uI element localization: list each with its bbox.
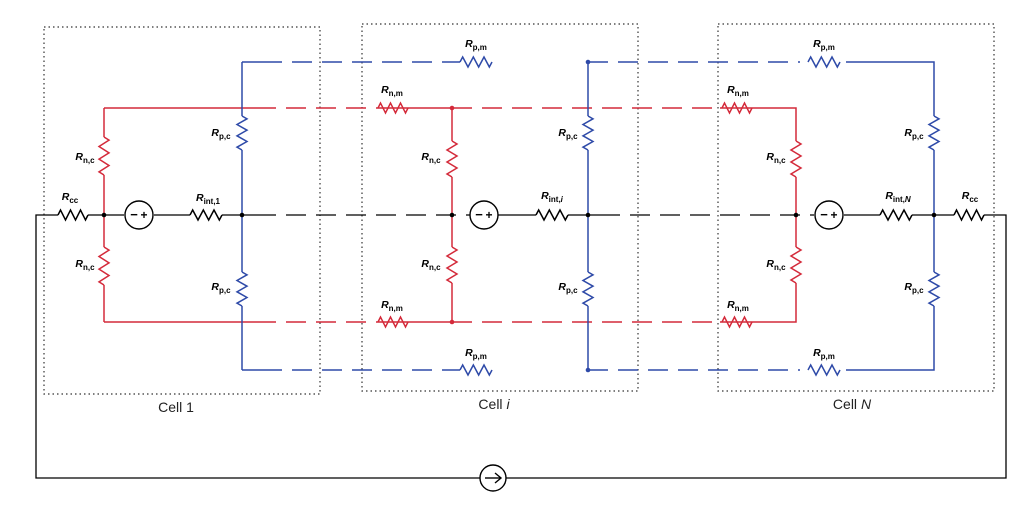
- r-nm-label: Rn,m: [727, 299, 749, 313]
- cell-boxes: [43, 23, 995, 395]
- r-nc-label: Rn,c: [75, 151, 95, 165]
- negative-electrode-network: [103, 107, 797, 323]
- plus-sign: +: [485, 208, 492, 222]
- cell-1-label: Cell 1: [158, 399, 194, 415]
- junction-dot: [449, 319, 455, 325]
- r-cc-right-resistor: [953, 208, 985, 222]
- junction-dot: [585, 212, 591, 218]
- plus-sign: +: [830, 208, 837, 222]
- cell-1-index: 1: [186, 399, 194, 415]
- cell-i-index: i: [506, 396, 510, 412]
- r-cc-left-resistor: [57, 208, 89, 222]
- cell-n-prefix: Cell: [833, 396, 861, 412]
- junction-dot: [449, 105, 455, 111]
- current-source-icon: [479, 464, 507, 492]
- r-pc-label: Rp,c: [558, 127, 578, 141]
- cell-1-box: [43, 26, 321, 395]
- r-int-i-label: Rint,i: [541, 190, 564, 204]
- r-pc-label: Rp,c: [558, 281, 578, 295]
- r-nc-label: Rn,c: [421, 151, 441, 165]
- r-nm-celln-bottom-resistor: [721, 315, 753, 329]
- r-pc-celli-bottom-resistor: [581, 271, 595, 307]
- r-pm-label: Rp,m: [465, 38, 487, 52]
- junction-dot: [793, 212, 799, 218]
- cell-n-label: Cell N: [833, 396, 872, 412]
- r-nm-celli-top-resistor: [377, 101, 409, 115]
- cell-n-index: N: [861, 396, 872, 412]
- r-int-1-resistor: [189, 208, 223, 222]
- r-pc-label: Rp,c: [211, 127, 231, 141]
- r-int-n-resistor: [879, 208, 913, 222]
- r-cc-left-label: Rcc: [62, 191, 79, 205]
- r-nc-label: Rn,c: [766, 258, 786, 272]
- r-pc-celln-bottom-resistor: [927, 271, 941, 307]
- r-nm-label: Rn,m: [381, 299, 403, 313]
- r-pc-label: Rp,c: [904, 127, 924, 141]
- sources: −+−+−+: [124, 200, 844, 492]
- cell-1-prefix: Cell: [158, 399, 186, 415]
- junction-dot: [449, 212, 455, 218]
- junction-dot: [239, 212, 245, 218]
- r-pc-cell1-top-resistor: [235, 115, 249, 151]
- r-pc-label: Rp,c: [211, 281, 231, 295]
- r-pm-celli-bottom-resistor: [459, 363, 493, 377]
- minus-sign: −: [475, 207, 483, 222]
- r-nc-celln-top-resistor: [789, 140, 803, 178]
- junction-dot: [101, 212, 107, 218]
- r-nc-celli-bottom-resistor: [445, 246, 459, 284]
- r-pm-label: Rp,m: [813, 347, 835, 361]
- voltage-source-cell1-icon: −+: [124, 200, 154, 230]
- r-nc-label: Rn,c: [766, 151, 786, 165]
- external-loop-wire: [35, 214, 1007, 479]
- cell-n-box: [717, 23, 995, 392]
- junction-dot: [585, 367, 591, 373]
- minus-sign: −: [820, 207, 828, 222]
- r-pc-celli-top-resistor: [581, 115, 595, 151]
- r-int-n-label: Rint,N: [885, 190, 911, 204]
- junction-dot: [931, 212, 937, 218]
- r-nc-label: Rn,c: [75, 258, 95, 272]
- cell-i-prefix: Cell: [478, 396, 506, 412]
- resistors: [57, 55, 985, 377]
- r-nc-celln-bottom-resistor: [789, 246, 803, 284]
- junction-dot: [585, 59, 591, 65]
- r-pm-label: Rp,m: [813, 38, 835, 52]
- voltage-source-celli-icon: −+: [469, 200, 499, 230]
- junction-dots: [101, 59, 937, 373]
- r-pc-celln-top-resistor: [927, 115, 941, 151]
- positive-electrode-network: [241, 61, 935, 371]
- r-nm-celli-bottom-resistor: [377, 315, 409, 329]
- r-pm-celln-bottom-resistor: [807, 363, 841, 377]
- cell-i-box: [361, 23, 639, 392]
- r-nm-celln-top-resistor: [721, 101, 753, 115]
- r-pm-celln-top-resistor: [807, 55, 841, 69]
- r-cc-right-label: Rcc: [962, 190, 979, 204]
- r-nm-label: Rn,m: [381, 84, 403, 98]
- r-nm-label: Rn,m: [727, 84, 749, 98]
- r-nc-celli-top-resistor: [445, 140, 459, 178]
- minus-sign: −: [130, 207, 138, 222]
- plus-sign: +: [140, 208, 147, 222]
- r-nc-cell1-top-resistor: [97, 136, 111, 176]
- r-pc-cell1-bottom-resistor: [235, 271, 249, 307]
- r-int-i-resistor: [535, 208, 569, 222]
- r-pm-label: Rp,m: [465, 347, 487, 361]
- r-nc-cell1-bottom-resistor: [97, 246, 111, 286]
- r-pc-label: Rp,c: [904, 281, 924, 295]
- r-int-1-label: Rint,1: [196, 192, 221, 206]
- cell-i-label: Cell i: [478, 396, 510, 412]
- r-pm-celli-top-resistor: [459, 55, 493, 69]
- r-nc-label: Rn,c: [421, 258, 441, 272]
- voltage-source-celln-icon: −+: [814, 200, 844, 230]
